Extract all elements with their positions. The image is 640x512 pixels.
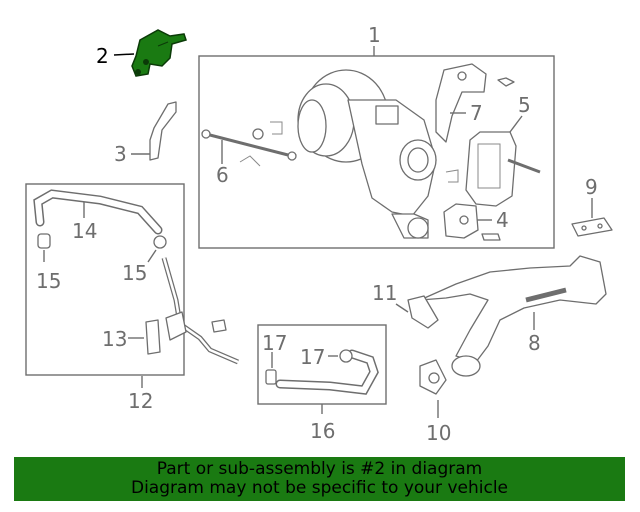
callout-2: 2 <box>96 44 109 68</box>
part-15-clamp-a[interactable] <box>37 233 51 249</box>
part-8-exhaust-pipe[interactable] <box>419 255 607 377</box>
part-9-bracket[interactable] <box>571 217 613 237</box>
banner-line-1: Part or sub-assembly is #2 in diagram <box>156 459 483 479</box>
callout-12: 12 <box>128 389 153 413</box>
callout-10: 10 <box>426 421 451 445</box>
banner-line-2: Diagram may not be specific to your vehi… <box>130 478 508 498</box>
part-11-clamp[interactable] <box>407 295 439 329</box>
part-5-actuator[interactable] <box>445 131 541 207</box>
callout-4: 4 <box>496 208 509 232</box>
part-17-clamp-a[interactable] <box>265 369 277 385</box>
part-7-heat-shield[interactable] <box>435 63 487 143</box>
part-4-mount[interactable] <box>443 203 501 241</box>
callout-7: 7 <box>470 101 483 125</box>
part-3[interactable] <box>149 101 177 161</box>
part-17-clamp-b[interactable] <box>339 349 353 363</box>
part-6-actuator-rod[interactable] <box>201 121 297 167</box>
callout-1: 1 <box>368 23 381 47</box>
group-box-turbocharger <box>198 55 555 249</box>
callout-17a: 17 <box>262 331 287 355</box>
part-10-gasket[interactable] <box>419 359 447 395</box>
callout-15b: 15 <box>122 261 147 285</box>
part-15-clamp-b[interactable] <box>153 235 167 249</box>
callout-15a: 15 <box>36 269 61 293</box>
part-2-highlighted[interactable] <box>131 29 187 77</box>
callout-13: 13 <box>102 327 127 351</box>
callout-16: 16 <box>310 419 335 443</box>
parts-diagram: 1 2 3 4 5 6 7 8 9 10 11 12 13 14 15 15 1… <box>25 23 613 445</box>
bolt-top <box>497 77 515 87</box>
callout-17b: 17 <box>300 345 325 369</box>
group-box-hoses-left <box>25 183 185 376</box>
leader-2 <box>113 53 135 56</box>
part-1-turbocharger[interactable] <box>297 69 437 239</box>
part-14-hose[interactable] <box>33 189 163 235</box>
callout-11: 11 <box>372 281 397 305</box>
callout-3: 3 <box>114 142 127 166</box>
leader-15b <box>147 249 157 263</box>
callout-6: 6 <box>216 163 229 187</box>
info-banner: Part or sub-assembly is #2 in diagram Di… <box>14 457 625 501</box>
callout-14: 14 <box>72 219 97 243</box>
callout-9: 9 <box>585 175 598 199</box>
callout-5: 5 <box>518 93 531 117</box>
part-13-flange[interactable] <box>145 257 239 365</box>
part-16-pipe[interactable] <box>275 349 379 395</box>
callout-8: 8 <box>528 331 541 355</box>
leader-11 <box>395 303 409 313</box>
leader-5 <box>509 115 523 133</box>
